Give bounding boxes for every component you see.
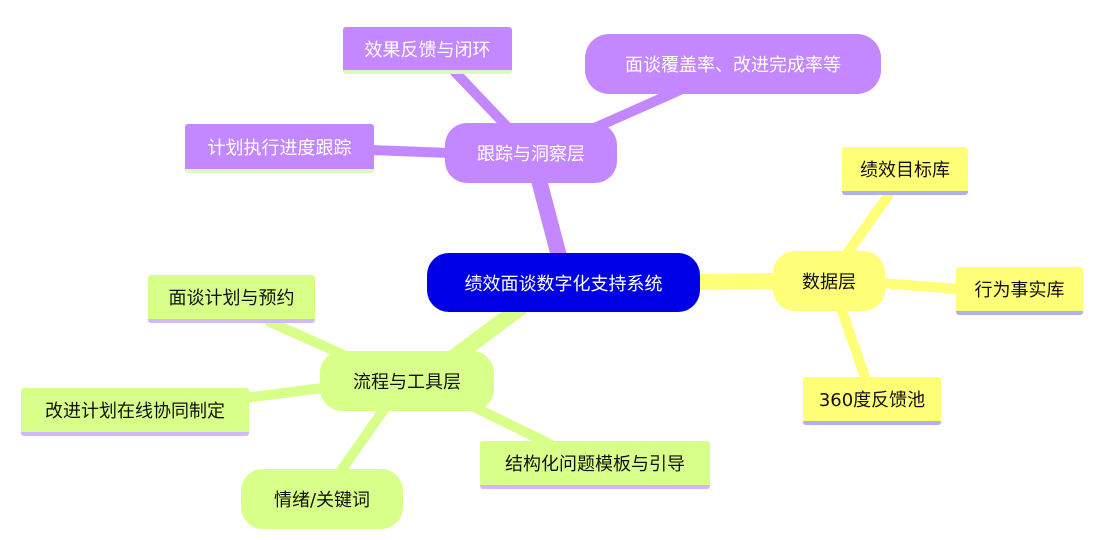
node-behavior-facts[interactable]: 行为事实库 (956, 267, 1083, 315)
node-label: 面谈计划与预约 (168, 288, 295, 309)
edge-process-template (465, 400, 555, 449)
edge-process-improve (240, 382, 335, 403)
branch-process-tools[interactable]: 流程与工具层 (320, 351, 494, 411)
edge-tracking-progress (365, 145, 455, 158)
node-emotion-keywords[interactable]: 情绪/关键词 (241, 469, 403, 529)
edge-tracking-coverage (585, 85, 685, 135)
edge-process-emotion (335, 403, 390, 477)
node-plan-progress[interactable]: 计划执行进度跟踪 (185, 124, 374, 173)
branch-label: 流程与工具层 (353, 372, 461, 393)
edge-data-goals (840, 191, 893, 261)
node-interview-scheduling[interactable]: 面谈计划与预约 (148, 275, 315, 323)
node-360-feedback[interactable]: 360度反馈池 (803, 377, 941, 425)
node-label: 360度反馈池 (818, 390, 926, 411)
branch-data-layer[interactable]: 数据层 (773, 251, 885, 311)
node-goal-library[interactable]: 绩效目标库 (842, 147, 968, 195)
edge-data-facts (875, 278, 965, 294)
root-label: 绩效面谈数字化支持系统 (464, 273, 663, 295)
node-label: 面谈覆盖率、改进完成率等 (625, 55, 841, 76)
node-label: 结构化问题模板与引导 (505, 454, 685, 475)
node-improvement-plan[interactable]: 改进计划在线协同制定 (21, 388, 249, 436)
branch-label: 跟踪与洞察层 (477, 144, 585, 165)
branch-tracking-insight[interactable]: 跟踪与洞察层 (445, 123, 617, 183)
node-label: 计划执行进度跟踪 (207, 137, 352, 159)
node-label: 改进计划在线协同制定 (45, 401, 225, 422)
node-label: 绩效目标库 (860, 160, 950, 181)
root-node[interactable]: 绩效面谈数字化支持系统 (427, 253, 700, 312)
node-question-templates[interactable]: 结构化问题模板与引导 (480, 441, 710, 489)
node-label: 行为事实库 (974, 280, 1065, 301)
node-feedback-loop[interactable]: 效果反馈与闭环 (343, 27, 512, 74)
node-label: 效果反馈与闭环 (364, 39, 491, 61)
edge-data-360 (835, 300, 871, 385)
branch-label: 数据层 (802, 272, 856, 293)
node-coverage-rates[interactable]: 面谈覆盖率、改进完成率等 (585, 34, 881, 94)
node-label: 情绪/关键词 (273, 490, 371, 511)
